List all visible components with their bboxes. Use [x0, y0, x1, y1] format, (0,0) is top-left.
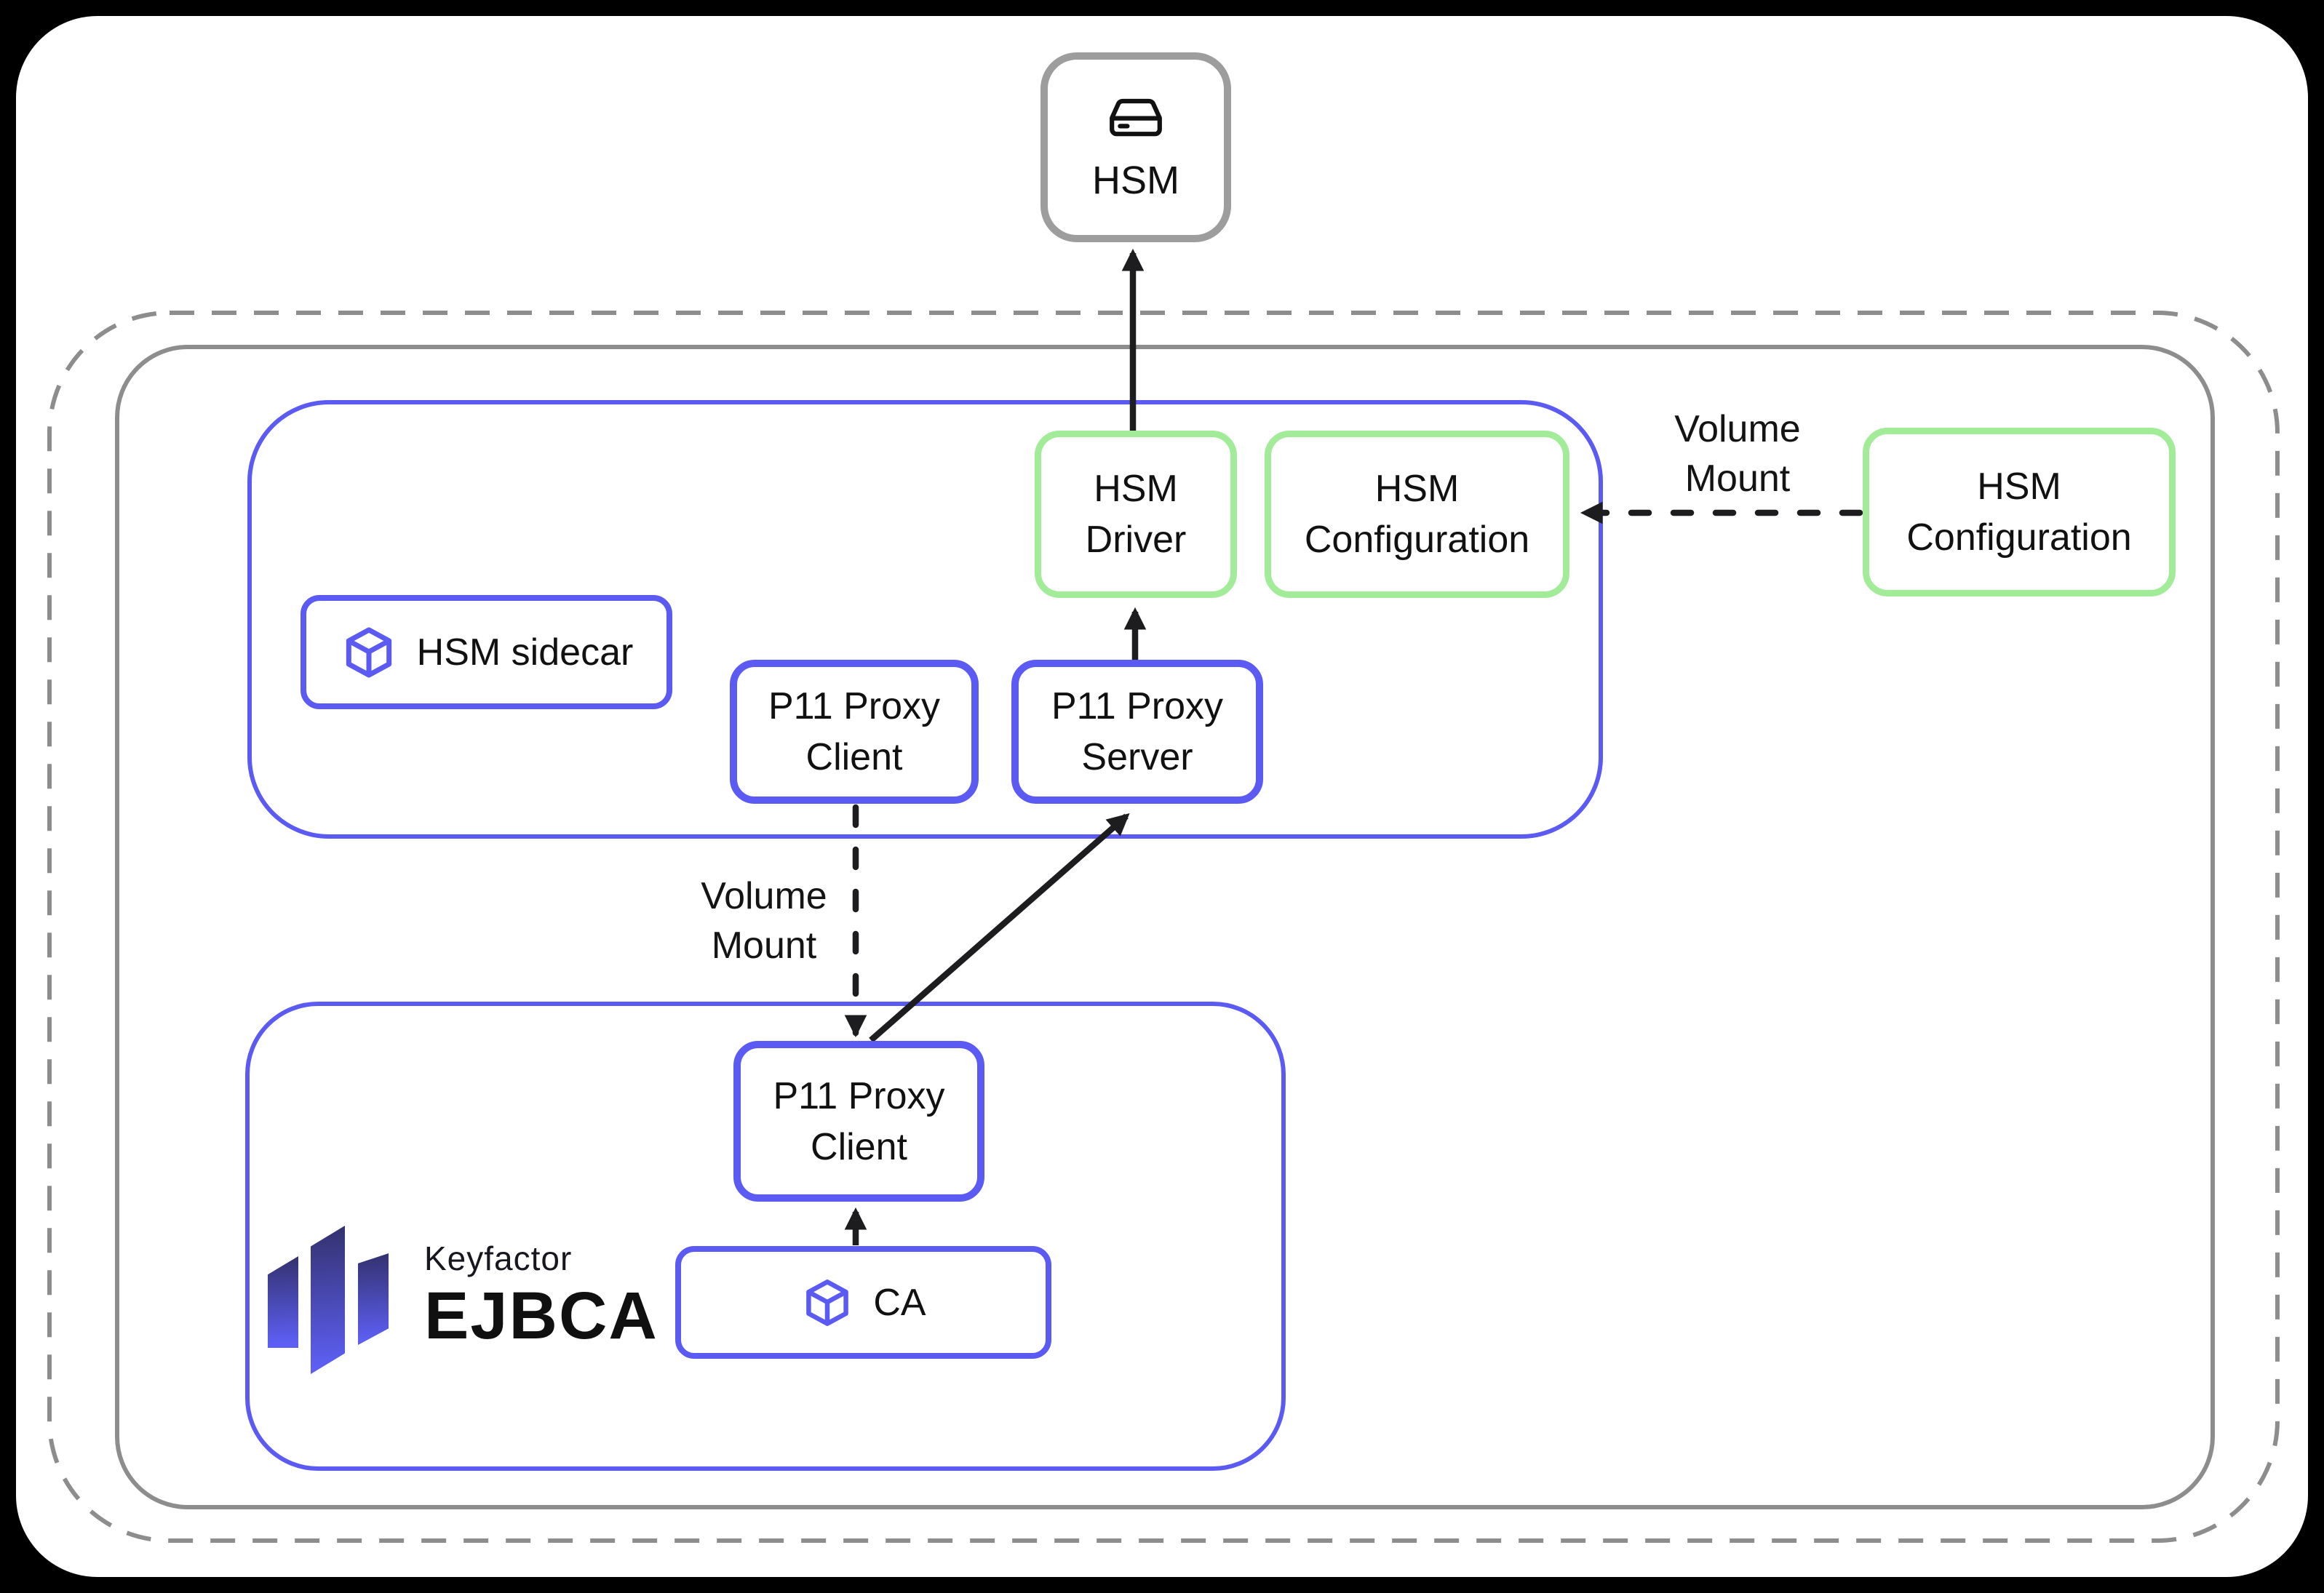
- ca-box: CA: [675, 1246, 1051, 1359]
- hsm-label: HSM: [1092, 158, 1179, 202]
- hsm-node: HSM: [1040, 52, 1231, 242]
- cube-icon: [806, 1279, 849, 1326]
- external-hsm-configuration-line2: Configuration: [1906, 516, 2132, 559]
- volume-mount-label-vertical: Volume Mount: [655, 871, 873, 970]
- volume-mount-horizontal-line1: Volume: [1674, 408, 1801, 450]
- p11-proxy-client-ejbca-line1: P11 Proxy: [773, 1074, 945, 1117]
- hsm-configuration-line2: Configuration: [1304, 519, 1530, 561]
- hsm-driver-line1: HSM: [1094, 468, 1178, 510]
- volume-mount-vertical-line2: Mount: [711, 925, 817, 967]
- keyfactor-wordmark: Keyfactor: [424, 1239, 573, 1277]
- hsm-driver-line2: Driver: [1085, 519, 1187, 561]
- keyfactor-logo-mark: [311, 1226, 345, 1374]
- ejbca-wordmark: EJBCA: [424, 1279, 658, 1353]
- p11-proxy-server-line2: Server: [1081, 736, 1193, 778]
- external-hsm-configuration-box: HSM Configuration: [1863, 428, 2176, 596]
- volume-mount-horizontal-line2: Mount: [1684, 458, 1791, 500]
- p11-proxy-client-line2: Client: [805, 736, 903, 778]
- p11-proxy-server-line1: P11 Proxy: [1051, 685, 1224, 727]
- external-hsm-configuration-line1: HSM: [1977, 466, 2061, 508]
- keyfactor-logo-mark: [358, 1253, 389, 1345]
- p11-proxy-server-box: P11 Proxy Server: [1011, 660, 1263, 804]
- p11-proxy-client-box-sidecar: P11 Proxy Client: [730, 660, 979, 804]
- outer-dashed-boundary: [47, 311, 2280, 1543]
- keyfactor-ejbca-logo: Keyfactor EJBCA: [424, 1239, 658, 1352]
- cube-icon: [346, 627, 391, 677]
- hsm-sidecar-pod-container: [247, 400, 1603, 839]
- p11-proxy-client-line1: P11 Proxy: [768, 685, 941, 727]
- hsm-driver-box: HSM Driver: [1035, 431, 1237, 598]
- external-drive-icon: [1110, 98, 1162, 136]
- volume-mount-label-horizontal: Volume Mount: [1628, 404, 1847, 503]
- hsm-sidecar-label: HSM sidecar: [416, 631, 634, 674]
- p11-proxy-client-box-ejbca: P11 Proxy Client: [733, 1041, 984, 1202]
- ca-label: CA: [873, 1281, 926, 1324]
- hsm-configuration-box: HSM Configuration: [1265, 431, 1569, 598]
- hsm-configuration-line1: HSM: [1374, 468, 1460, 510]
- hsm-sidecar-badge: HSM sidecar: [301, 595, 672, 709]
- inner-solid-boundary: [115, 345, 2215, 1509]
- arrow-client-to-server: [869, 813, 1130, 1043]
- volume-mount-vertical-line1: Volume: [701, 875, 827, 917]
- ejbca-pod-container: [245, 1002, 1286, 1471]
- p11-proxy-client-ejbca-line2: Client: [811, 1125, 907, 1168]
